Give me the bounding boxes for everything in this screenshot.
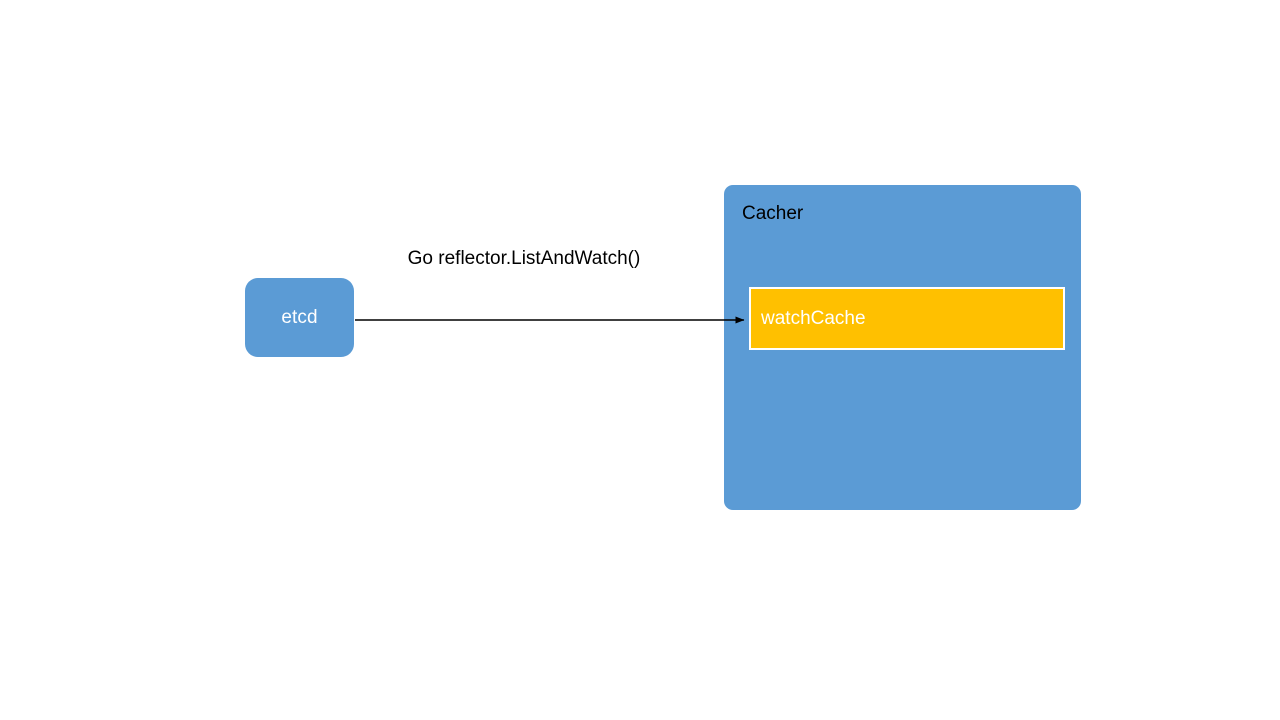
node-cacher-label: Cacher [742,203,804,224]
node-etcd-label: etcd [281,307,318,328]
node-watchcache-label: watchCache [761,308,866,329]
edge-etcd-to-watchcache-label: Go reflector.ListAndWatch() [407,248,641,269]
node-etcd[interactable]: etcd [245,278,354,357]
node-cacher-container[interactable]: Cacher watchCache [724,185,1081,510]
node-watchcache[interactable]: watchCache [749,287,1065,350]
